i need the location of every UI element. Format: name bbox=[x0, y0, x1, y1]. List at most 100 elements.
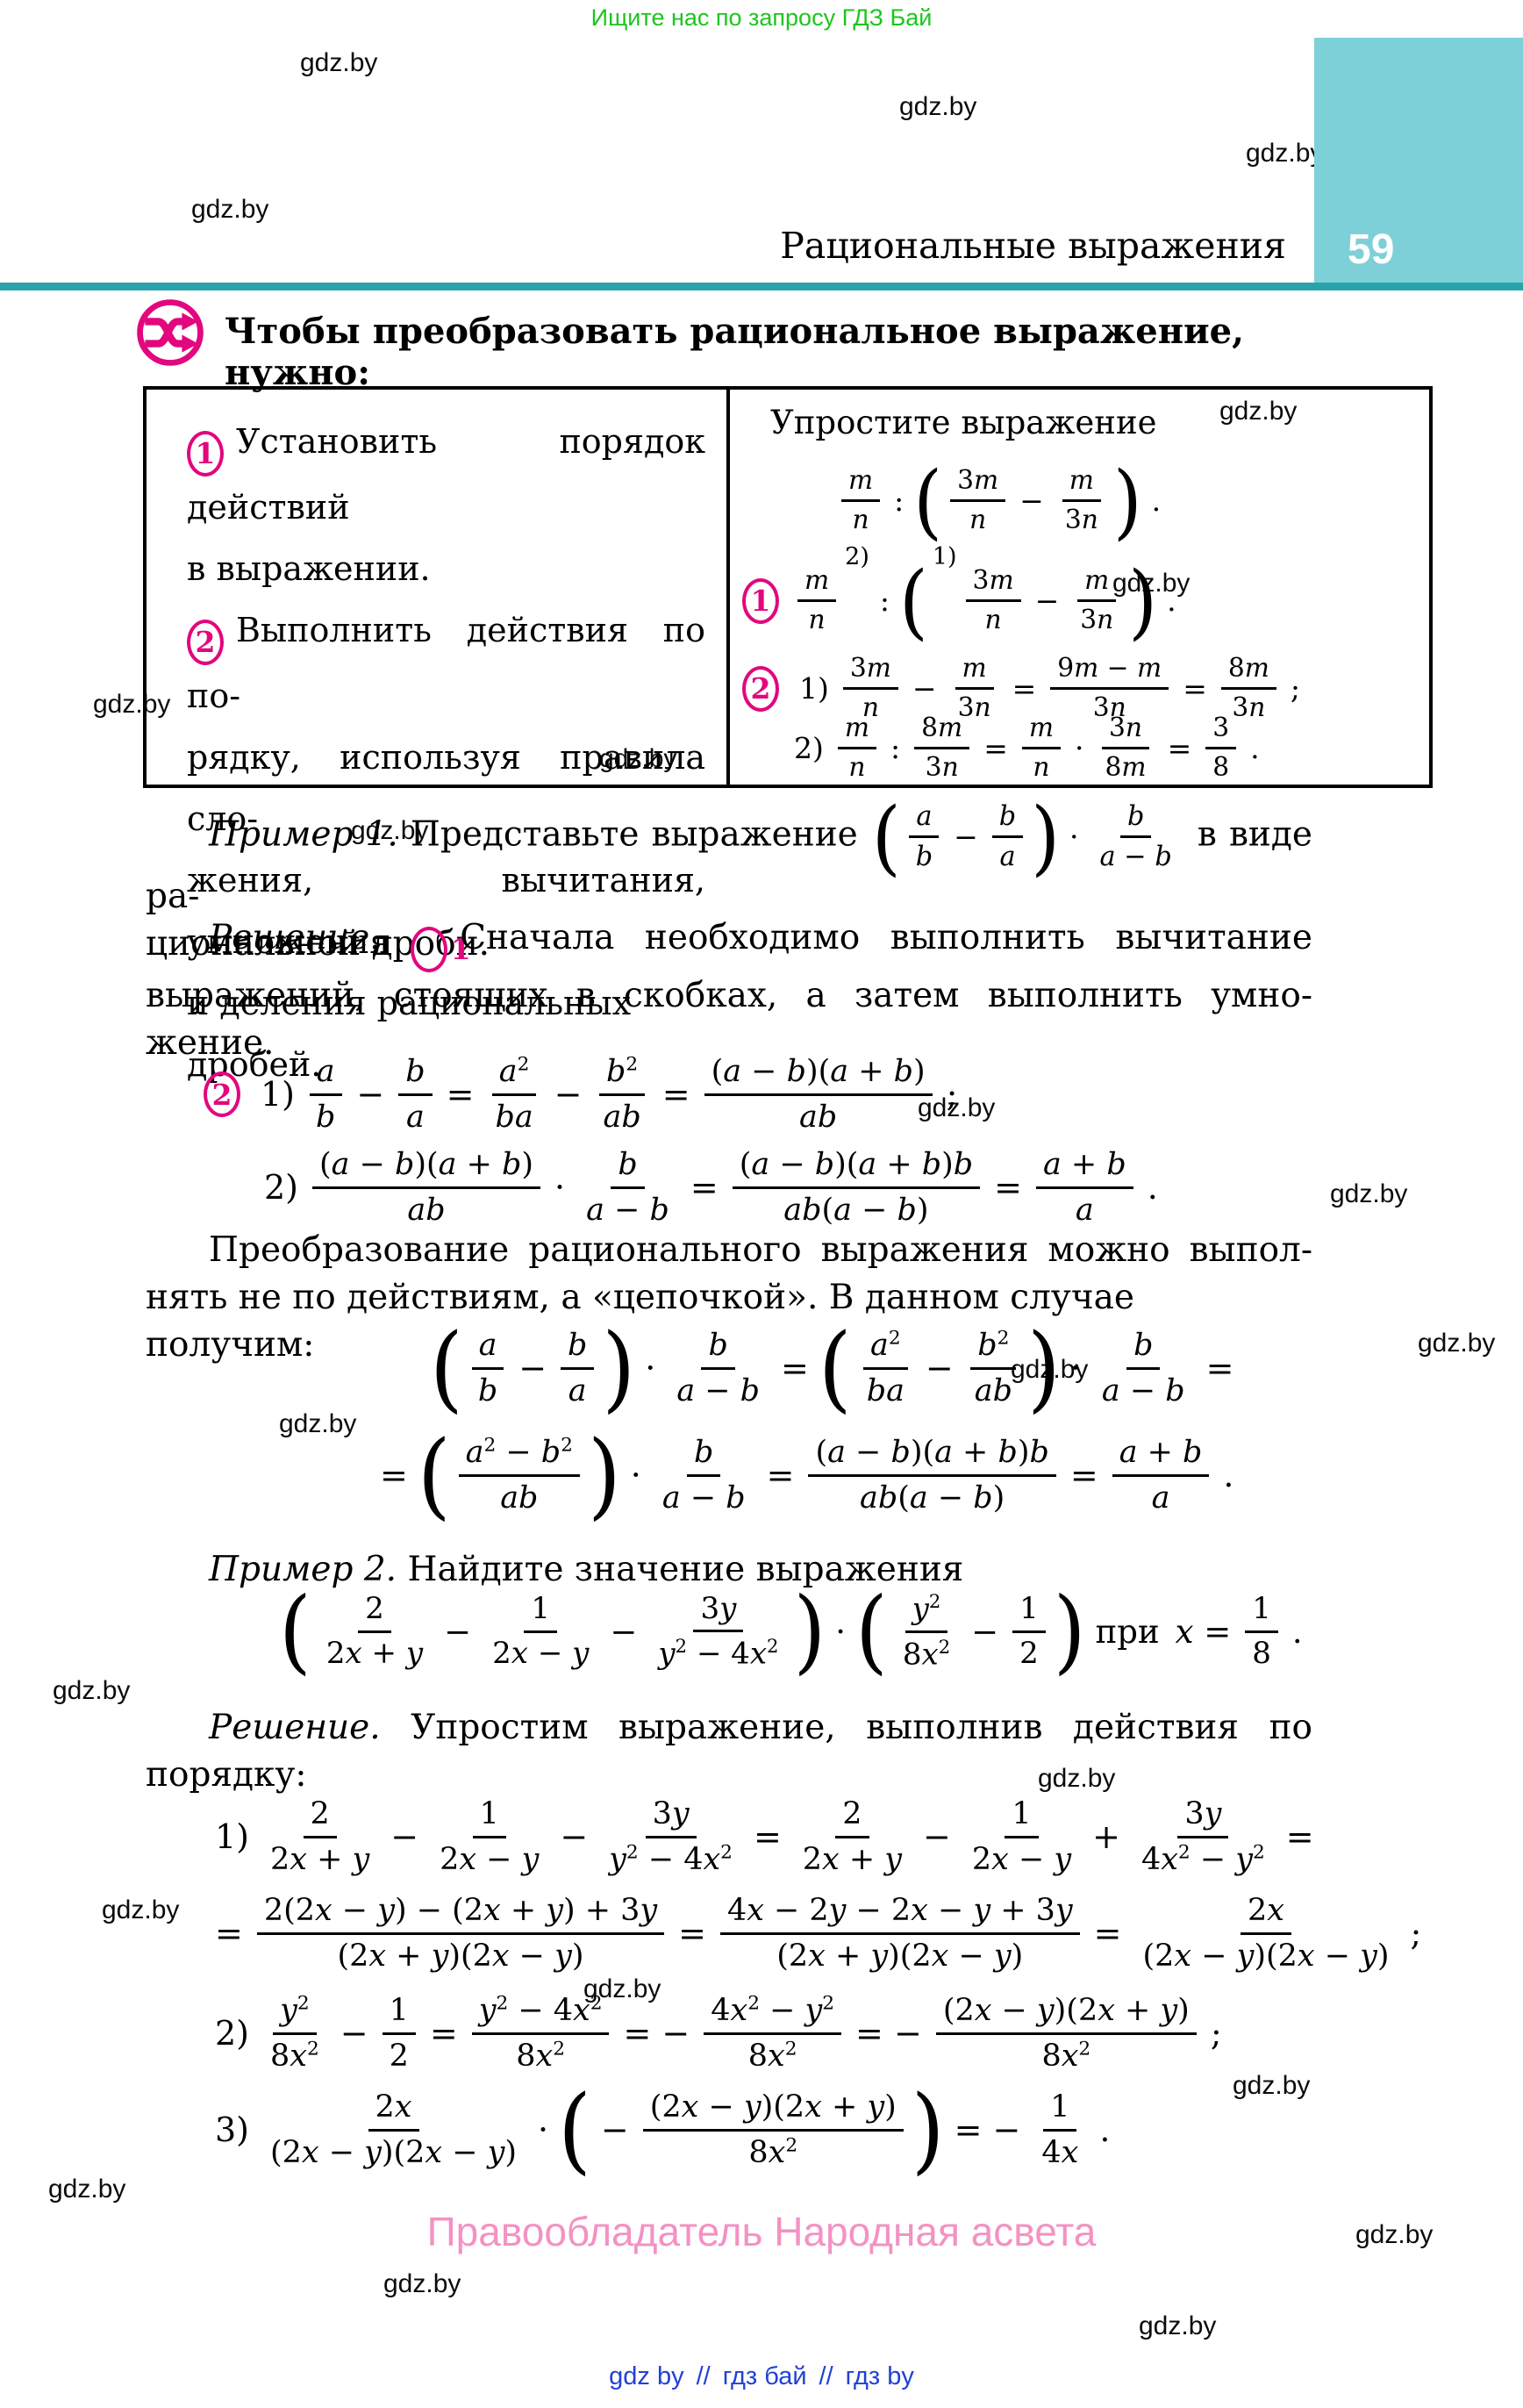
math-token: . bbox=[1147, 1168, 1158, 1208]
step-number-badge: 1 bbox=[411, 926, 471, 972]
math-token: = bbox=[766, 1456, 795, 1495]
fraction: (2x − y)(2x + y)8x2 bbox=[642, 2089, 904, 2171]
footer-link-gdz-bai[interactable]: гдз бай bbox=[722, 2362, 807, 2390]
math-token: . bbox=[1167, 584, 1176, 619]
watermark: gdz.by bbox=[1246, 139, 1324, 168]
chain-paragraph: Преобразование рационального выражения м… bbox=[146, 1227, 1312, 1368]
math-token: . bbox=[1250, 731, 1260, 766]
watermark: gdz.by bbox=[383, 2269, 461, 2298]
math-token: − bbox=[554, 1075, 583, 1114]
watermark: gdz.by bbox=[1038, 1764, 1116, 1793]
page-number-box: 59 bbox=[1314, 38, 1523, 283]
fraction: (2x − y)(2x + y)8x2 bbox=[935, 1992, 1197, 2075]
fraction: 2x(2x − y)(2x − y) bbox=[1142, 1893, 1390, 1974]
step-number-badge: 2 bbox=[187, 620, 224, 665]
math-token: = − bbox=[623, 2014, 690, 2053]
fraction: (a − b)(a + b)ab bbox=[312, 1146, 541, 1229]
math-token: − bbox=[444, 1612, 472, 1651]
math-token: . bbox=[1291, 1612, 1303, 1651]
rule-step-line: и деления рациональных дробей. bbox=[187, 984, 632, 1084]
math-token: − bbox=[1019, 484, 1044, 519]
footer-link-gdz-by[interactable]: gdz by bbox=[609, 2362, 684, 2390]
fraction: 2x(2x − y)(2x − y) bbox=[270, 2089, 518, 2170]
math-token: − bbox=[600, 2111, 629, 2150]
math-token: = − bbox=[855, 2014, 922, 2053]
watermark: gdz.by bbox=[1139, 2311, 1217, 2340]
math-token: − bbox=[390, 1817, 419, 1857]
example2-step1-line2: =2(2x − y) − (2x + y) + 3y(2x + y)(2x − … bbox=[207, 1892, 1429, 1974]
math-token: − bbox=[954, 819, 978, 854]
math-token: : bbox=[890, 731, 901, 766]
footer-link-gdz-by-cyr[interactable]: гдз by bbox=[845, 2362, 914, 2390]
math-token: − bbox=[560, 1817, 589, 1857]
watermark: gdz.by bbox=[1330, 1179, 1408, 1208]
math-token: − bbox=[971, 1612, 999, 1651]
text: нять не по действиям, а «цепочкой». В да… bbox=[146, 1277, 1134, 1365]
math-token: 1) bbox=[799, 671, 829, 706]
step-number-badge: 2 bbox=[742, 665, 779, 712]
watermark: gdz.by bbox=[918, 1093, 996, 1122]
example1-solution-intro: Решение. 1Сначала необходимо выполнить в… bbox=[146, 914, 1312, 1066]
text: жение. bbox=[146, 1022, 275, 1063]
math-token: − bbox=[912, 671, 937, 706]
text: Сначала необходимо выполнить вычитание bbox=[460, 918, 1312, 957]
text: Найдите значение выражения bbox=[397, 1550, 964, 1589]
math-token: : bbox=[879, 584, 890, 619]
math-token: . bbox=[1099, 2111, 1111, 2150]
math-token: = bbox=[1093, 1914, 1122, 1953]
step-number-badge: 2 bbox=[204, 1071, 240, 1118]
math-token: = bbox=[1012, 671, 1037, 706]
math-token: = bbox=[380, 1456, 408, 1495]
math-token: · bbox=[1069, 1349, 1081, 1388]
math-token: − bbox=[340, 2014, 368, 2053]
text: в виде ра- bbox=[146, 814, 1313, 917]
text: Преобразование рационального выражения м… bbox=[209, 1230, 1312, 1270]
math-token: = bbox=[753, 1817, 782, 1857]
math-token: 2) bbox=[215, 2014, 250, 2053]
copyright-line: Правообладатель Народная асвета bbox=[426, 2209, 1097, 2254]
separator: // bbox=[696, 2362, 711, 2390]
math-token: − bbox=[518, 1349, 547, 1388]
watermark: gdz.by bbox=[1418, 1329, 1496, 1358]
footer-links: gdz by//гдз бай//гдз by bbox=[0, 2362, 1523, 2391]
math-token: 2) bbox=[264, 1168, 299, 1208]
watermark: gdz.by bbox=[351, 816, 429, 845]
page-header-title: Рациональные выражения bbox=[780, 225, 1286, 267]
math-token: = bbox=[661, 1075, 690, 1114]
text: Представьте выражение bbox=[397, 814, 870, 855]
